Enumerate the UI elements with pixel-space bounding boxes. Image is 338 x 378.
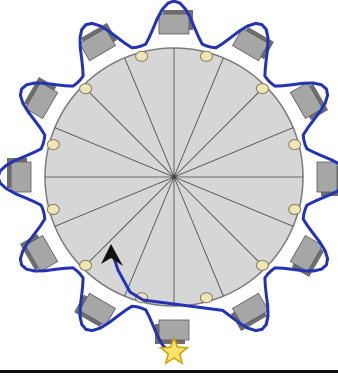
peg	[256, 84, 268, 94]
peg	[256, 260, 268, 270]
bottom-divider	[0, 370, 338, 373]
peg	[80, 84, 92, 94]
peg	[47, 204, 59, 214]
peg	[136, 51, 148, 61]
peg	[200, 293, 212, 303]
peg	[80, 260, 92, 270]
peg	[47, 140, 59, 150]
peg	[289, 140, 301, 150]
peg	[289, 204, 301, 214]
peg	[200, 51, 212, 61]
